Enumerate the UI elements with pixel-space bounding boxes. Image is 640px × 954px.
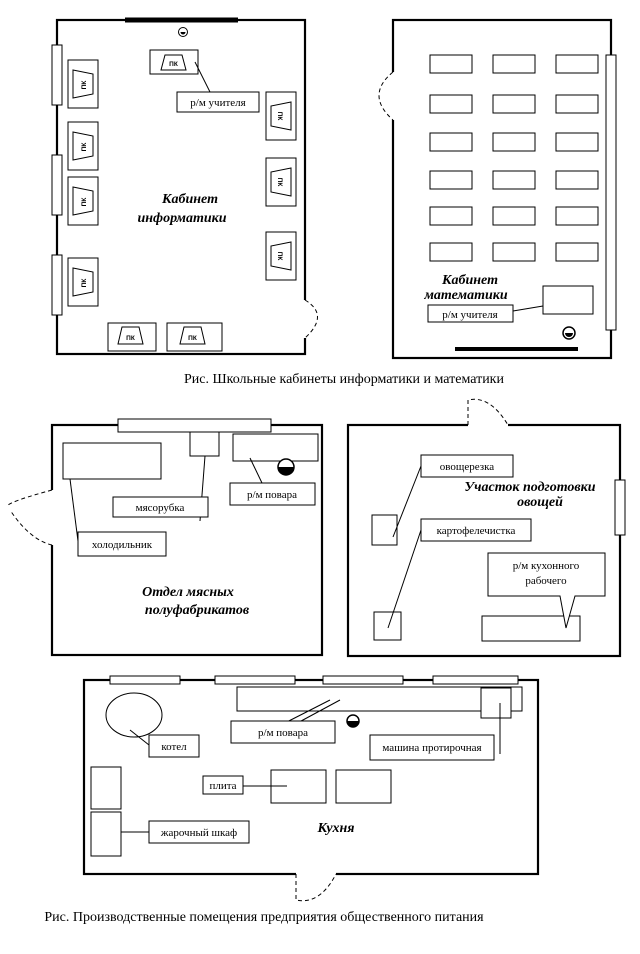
veg-window: [614, 479, 626, 536]
kitchen-title: Кухня: [317, 821, 355, 836]
cutter-box: [371, 514, 398, 546]
wiper-box: [480, 687, 512, 719]
window: [51, 44, 63, 106]
kitchen-cook-label: р/м повара: [258, 727, 308, 739]
pc-bottom-1: ПК: [107, 322, 157, 352]
informatics-teacher-label: р/м учителя: [190, 97, 245, 109]
teacher-label-box: [176, 91, 260, 113]
math-door: [378, 71, 394, 121]
meat-title-1: Отдел мясных: [142, 585, 234, 600]
math-teacher-label-box: [427, 304, 514, 323]
meat-cook-label: р/м повара: [247, 489, 297, 501]
veg-title-2: овощей: [517, 495, 563, 510]
informatics-door: [304, 299, 318, 339]
kitchen-window: [214, 675, 296, 685]
stove-label-box: [202, 775, 244, 795]
veg-worker-label-1: р/м кухонного: [513, 560, 580, 572]
pc-bottom-2: ПК: [166, 322, 223, 352]
figure-2-caption: Рис. Производственные помещения предприя…: [44, 910, 484, 925]
kitchen-window: [322, 675, 404, 685]
boiler-shape: [105, 692, 163, 738]
kitchen-room: котел р/м повара машина протирочная плит…: [82, 675, 540, 902]
window: [51, 154, 63, 216]
math-desks: [429, 54, 599, 262]
meat-room: р/м повара мясорубка холодильник Отдел м…: [7, 418, 324, 657]
wiper-label: машина протирочная: [382, 742, 481, 754]
pc-right-1: ПК: [265, 91, 297, 141]
kitchen-window: [432, 675, 519, 685]
pc-left-2: ПК: [67, 121, 99, 171]
informatics-room: ПК р/м учителя ПК ПК ПК ПК ПК: [51, 17, 318, 356]
fridge-label-box: [77, 531, 167, 557]
meat-door: [7, 489, 53, 546]
stove-right: [335, 769, 392, 804]
svg-text:ПК: ПК: [276, 252, 283, 261]
math-title-1: Кабинет: [441, 273, 498, 288]
oven-upper: [90, 766, 122, 810]
veg-room: овощерезка картофелечистка р/м кухонного…: [346, 398, 626, 658]
fridge-box: [62, 442, 162, 480]
grinder-label-box: [112, 496, 209, 518]
meat-window: [117, 418, 272, 433]
veg-worker-label-2: рабочего: [525, 575, 567, 587]
svg-text:ПК: ПК: [276, 112, 283, 121]
kitchen-window: [109, 675, 181, 685]
svg-text:ПК: ПК: [81, 198, 88, 207]
informatics-title-2: информатики: [137, 211, 226, 226]
boiler-label-box: [148, 734, 200, 758]
meat-cook-table: [232, 433, 319, 462]
pc-left-4: ПК: [67, 257, 99, 307]
pc-icon: [160, 54, 187, 71]
figure-1-caption: Рис. Школьные кабинеты информатики и мат…: [184, 372, 504, 387]
grinder-label: мясорубка: [136, 502, 185, 514]
cutter-label: овощерезка: [440, 461, 495, 473]
svg-text:ПК: ПК: [188, 335, 197, 342]
kitchen-cook-table: [236, 686, 523, 712]
peeler-label-box: [420, 518, 532, 542]
fridge-label: холодильник: [92, 539, 153, 551]
informatics-title-1: Кабинет: [161, 192, 218, 207]
pc-right-3: ПК: [265, 231, 297, 281]
svg-text:ПК: ПК: [81, 143, 88, 152]
oven-label: жарочный шкаф: [160, 827, 237, 839]
meat-cook-label-box: [229, 482, 316, 506]
veg-worker-callout: [487, 552, 606, 629]
svg-text:ПК: ПК: [81, 81, 88, 90]
svg-text:ПК: ПК: [126, 335, 135, 342]
veg-worker-table: [481, 615, 581, 642]
svg-text:ПК: ПК: [81, 279, 88, 288]
meat-title-2: полуфабрикатов: [145, 603, 250, 618]
math-title-2: математики: [423, 288, 508, 303]
math-teacher-label: р/м учителя: [442, 309, 497, 321]
svg-text:ПК: ПК: [276, 178, 283, 187]
math-window: [605, 54, 617, 331]
math-teacher-desk: [542, 285, 594, 315]
stove-label: плита: [209, 780, 236, 792]
peeler-box: [373, 611, 402, 641]
kitchen-door: [295, 873, 337, 902]
grinder-box: [189, 431, 220, 457]
wiper-label-box: [369, 734, 495, 761]
math-room: р/м учителя Кабинет математики: [378, 18, 617, 360]
peeler-label: картофелечистка: [437, 525, 516, 537]
pc-right-2: ПК: [265, 157, 297, 207]
oven-lower: [90, 811, 122, 857]
cutter-label-box: [420, 454, 514, 478]
oven-label-box: [148, 820, 250, 844]
pc-left-1: ПК: [67, 59, 99, 109]
veg-door: [467, 398, 509, 426]
veg-title-1: Участок подготовки: [464, 480, 595, 495]
window: [51, 254, 63, 316]
pc-label: ПК: [169, 61, 178, 68]
boiler-label: котел: [161, 741, 187, 753]
pc-left-3: ПК: [67, 176, 99, 226]
kitchen-cook-label-box: [230, 720, 336, 744]
